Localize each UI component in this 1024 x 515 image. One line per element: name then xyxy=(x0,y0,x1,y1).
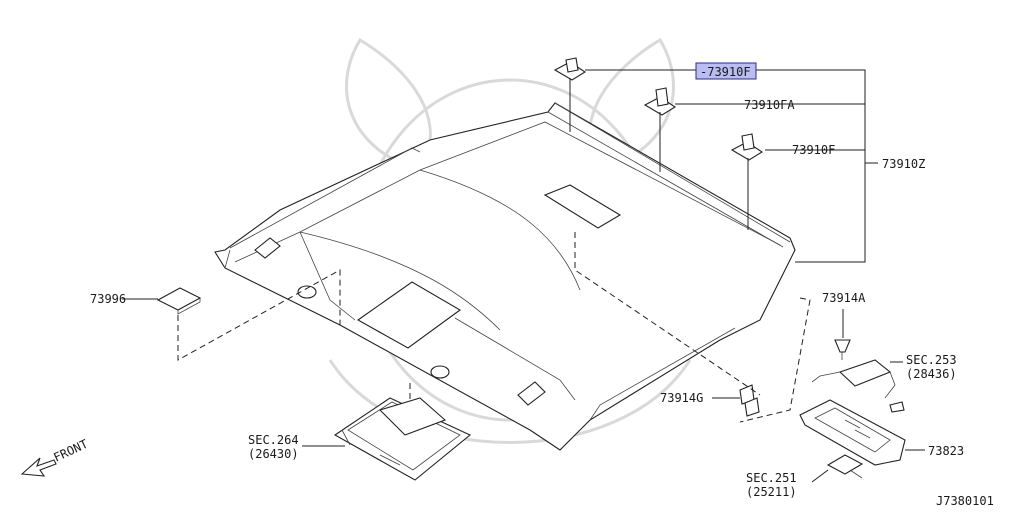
grommet-left xyxy=(297,285,317,299)
lamp-housing-73823[interactable] xyxy=(799,399,906,466)
screw-right[interactable] xyxy=(889,401,905,413)
headlining-panel[interactable] xyxy=(214,102,796,451)
recess-panel-center xyxy=(356,281,462,349)
label-sec251[interactable]: SEC.251 xyxy=(746,471,797,485)
label-73910F[interactable]: 73910F xyxy=(792,143,835,157)
label-sec253-sub: (28436) xyxy=(906,367,957,381)
screw-73914A[interactable] xyxy=(834,339,851,360)
label-73914A[interactable]: 73914A xyxy=(822,291,866,305)
clip-73910F-top[interactable] xyxy=(553,57,587,81)
label-sec264-sub: (26430) xyxy=(248,447,299,461)
label-sec264[interactable]: SEC.264 xyxy=(248,433,299,447)
front-arrow-icon xyxy=(20,457,57,477)
label-73910FA[interactable]: 73910FA xyxy=(744,98,795,112)
label-sec253[interactable]: SEC.253 xyxy=(906,353,957,367)
handle-mount-right xyxy=(517,381,546,406)
label-73910Z[interactable]: 73910Z xyxy=(882,157,925,171)
pad-73996[interactable] xyxy=(156,287,202,315)
label-front: FRONT xyxy=(51,437,90,465)
label-73910F-top[interactable]: -73910F xyxy=(700,65,751,79)
map-lamp-console[interactable] xyxy=(333,397,472,481)
label-73914G[interactable]: 73914G xyxy=(660,391,703,405)
bracket-73914G[interactable] xyxy=(739,384,760,417)
handle-mount-left xyxy=(254,237,281,259)
highlight-box xyxy=(695,62,757,80)
switch-sec251[interactable] xyxy=(826,454,864,479)
label-sec251-sub: (25211) xyxy=(746,485,797,499)
label-73823[interactable]: 73823 xyxy=(928,444,964,458)
grommet-right xyxy=(430,365,450,379)
label-73996[interactable]: 73996 xyxy=(90,292,126,306)
clip-73910FA[interactable] xyxy=(643,87,677,116)
microphone-unit[interactable] xyxy=(811,359,896,399)
clip-73910F[interactable] xyxy=(730,133,764,161)
recess-panel-rear xyxy=(543,184,622,229)
diagram-id: J7380101 xyxy=(936,494,994,508)
